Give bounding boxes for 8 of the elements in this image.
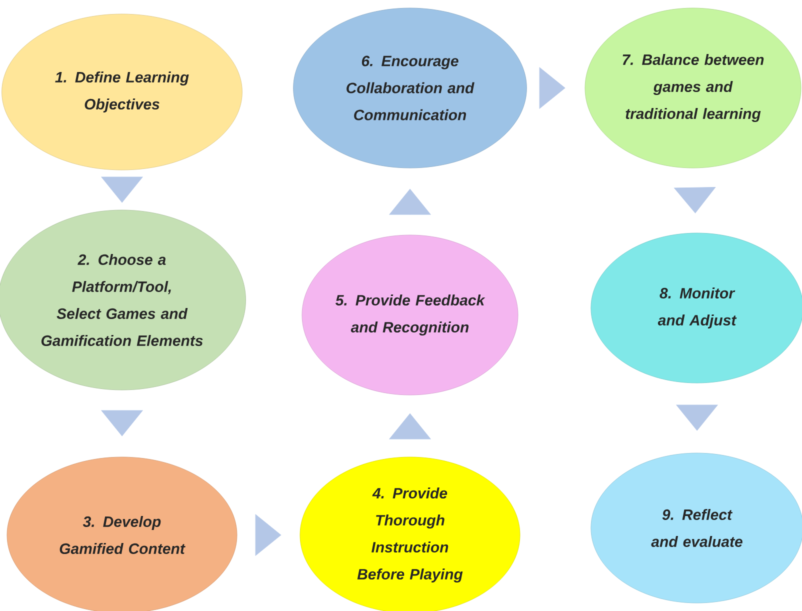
chevron-arrow bbox=[389, 188, 431, 215]
chevron-arrow bbox=[676, 404, 718, 431]
chevron-arrow bbox=[101, 176, 143, 203]
chevron-arrow bbox=[101, 410, 143, 436]
chevron-arrow bbox=[539, 67, 566, 109]
chevron-arrow bbox=[674, 186, 716, 214]
chevron-arrow bbox=[255, 514, 282, 556]
chevron-arrow bbox=[389, 413, 431, 440]
